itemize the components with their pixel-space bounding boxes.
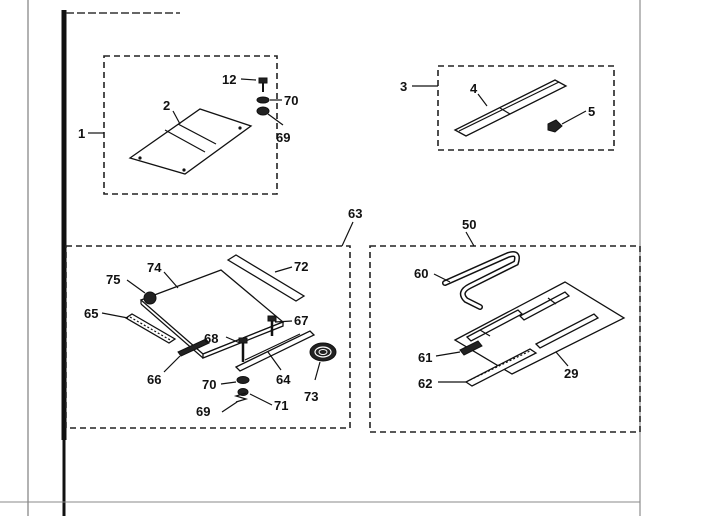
group-1-box: [88, 55, 284, 195]
part-62-rail: [464, 348, 538, 387]
callout-4: 4: [470, 81, 478, 96]
callout-70-lower: 70: [202, 377, 216, 392]
callout-60: 60: [414, 266, 428, 281]
callout-71: 71: [274, 398, 288, 413]
callout-66: 66: [147, 372, 161, 387]
callout-70: 70: [284, 93, 298, 108]
callout-69: 69: [276, 130, 290, 145]
part-4-strip: [453, 79, 568, 137]
callout-75: 75: [106, 272, 120, 287]
callout-74: 74: [147, 260, 162, 275]
callout-12: 12: [222, 72, 236, 87]
callout-1: 1: [78, 126, 85, 141]
callout-64: 64: [276, 372, 291, 387]
part-61-bracket: [459, 340, 483, 356]
group-50-box: [369, 231, 641, 433]
callout-65: 65: [84, 306, 98, 321]
part-65-strip: [124, 313, 177, 344]
part-69-spring: [233, 392, 249, 403]
part-64-rail: [234, 330, 316, 372]
callout-63: 63: [348, 206, 362, 221]
callout-73: 73: [304, 389, 318, 404]
callout-72: 72: [294, 259, 308, 274]
part-66-strip: [177, 338, 210, 357]
callout-29: 29: [564, 366, 578, 381]
part-73-coil: [309, 342, 337, 362]
scan-edges: [0, 0, 641, 516]
part-70-washer: [236, 376, 250, 384]
part-12-screw: [258, 77, 268, 92]
callout-61: 61: [418, 350, 432, 365]
part-70-washer: [256, 96, 270, 104]
callout-2: 2: [163, 98, 170, 113]
callout-67: 67: [294, 313, 308, 328]
callout-5: 5: [588, 104, 595, 119]
group-63-box: [65, 221, 354, 429]
part-68-screw: [238, 337, 248, 362]
part-29-tray: [453, 281, 626, 375]
callout-69-lower: 69: [196, 404, 210, 419]
part-69-nut: [256, 106, 270, 116]
part-5-nut: [547, 119, 563, 133]
part-72-rail: [226, 254, 306, 302]
group-3-box: [412, 65, 615, 151]
part-2-plate: [128, 108, 253, 175]
callout-68: 68: [204, 331, 218, 346]
part-75-knob: [143, 291, 157, 305]
callout-50: 50: [462, 217, 476, 232]
part-67-screw: [267, 315, 277, 336]
callout-62: 62: [418, 376, 432, 391]
callout-3: 3: [400, 79, 407, 94]
